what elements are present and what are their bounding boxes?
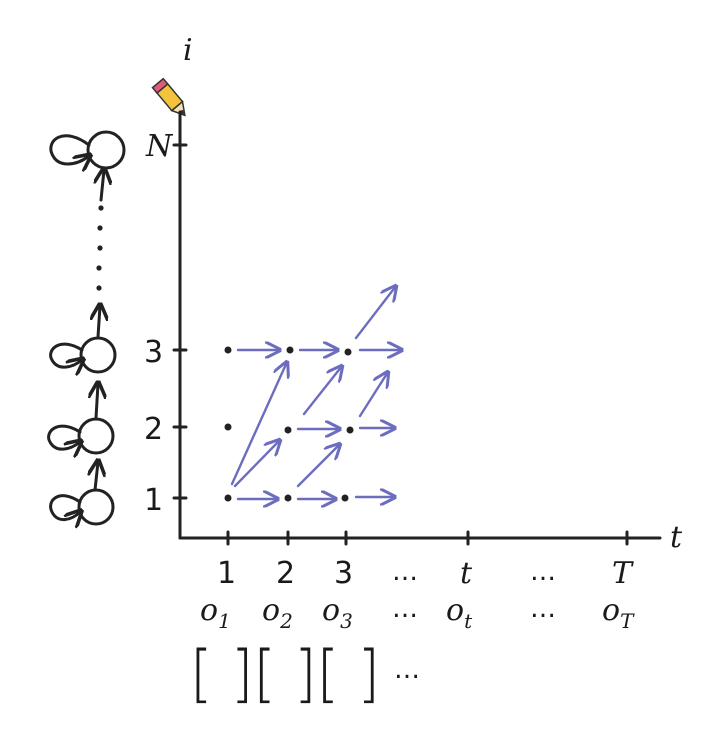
arrow-3-2-to-next — [358, 372, 388, 418]
node-2-2 — [284, 426, 292, 434]
x-ticks: 1 2 3 … t … T — [217, 530, 634, 591]
arrow-1-1-to-2-3 — [230, 362, 287, 486]
x-axis-label: t — [670, 520, 683, 555]
bracket-ellipsis: … — [394, 655, 420, 685]
x-tick-t: t — [460, 556, 473, 591]
trellis-nodes — [224, 346, 354, 502]
state-2 — [47, 417, 115, 453]
obs-3: o3 — [322, 593, 353, 633]
chain-ellipsis — [96, 205, 104, 291]
observation-labels: o1 o2 o3 … ot … oT — [200, 593, 635, 633]
y-axis-label: i — [183, 33, 193, 68]
state-chain — [47, 130, 126, 524]
obs-ellipsis-1: … — [392, 594, 418, 624]
state-1 — [49, 488, 115, 524]
state-n — [49, 130, 126, 168]
arrow-3-3-to-next — [354, 286, 396, 340]
node-1-1 — [224, 494, 232, 502]
obs-t: ot — [446, 593, 473, 633]
node-3-2 — [346, 426, 354, 434]
x-tick-ellipsis-2: … — [530, 557, 556, 587]
arrow-1-1-to-2-2 — [233, 440, 280, 488]
y-tick-2: 2 — [144, 412, 163, 447]
arrow-2-1-to-3-2 — [296, 444, 340, 488]
transition-arrows — [230, 286, 402, 499]
x-tick-3: 3 — [334, 556, 353, 591]
pencil-icon — [151, 77, 186, 117]
obs-T: oT — [602, 593, 635, 633]
obs-ellipsis-2: … — [530, 594, 556, 624]
node-3-1 — [341, 494, 349, 502]
node-3-3 — [344, 348, 352, 356]
obs-2: o2 — [262, 593, 293, 633]
x-tick-1: 1 — [217, 556, 236, 591]
y-tick-3: 3 — [144, 335, 163, 370]
node-2-3 — [286, 346, 294, 354]
x-tick-2: 2 — [276, 556, 295, 591]
node-1-3 — [224, 346, 232, 354]
y-tick-n: N — [145, 129, 174, 164]
arrow-2-2-to-3-3 — [302, 366, 342, 416]
node-2-1 — [284, 494, 292, 502]
state-3 — [49, 336, 117, 372]
x-tick-ellipsis-1: … — [392, 557, 418, 587]
bracket-groups: [ ][ ][ ] — [190, 637, 380, 710]
node-1-2 — [224, 423, 232, 431]
obs-1: o1 — [200, 593, 231, 633]
y-ticks: 1 2 3 N — [144, 129, 188, 518]
x-tick-T: T — [612, 556, 634, 591]
y-tick-1: 1 — [144, 483, 163, 518]
